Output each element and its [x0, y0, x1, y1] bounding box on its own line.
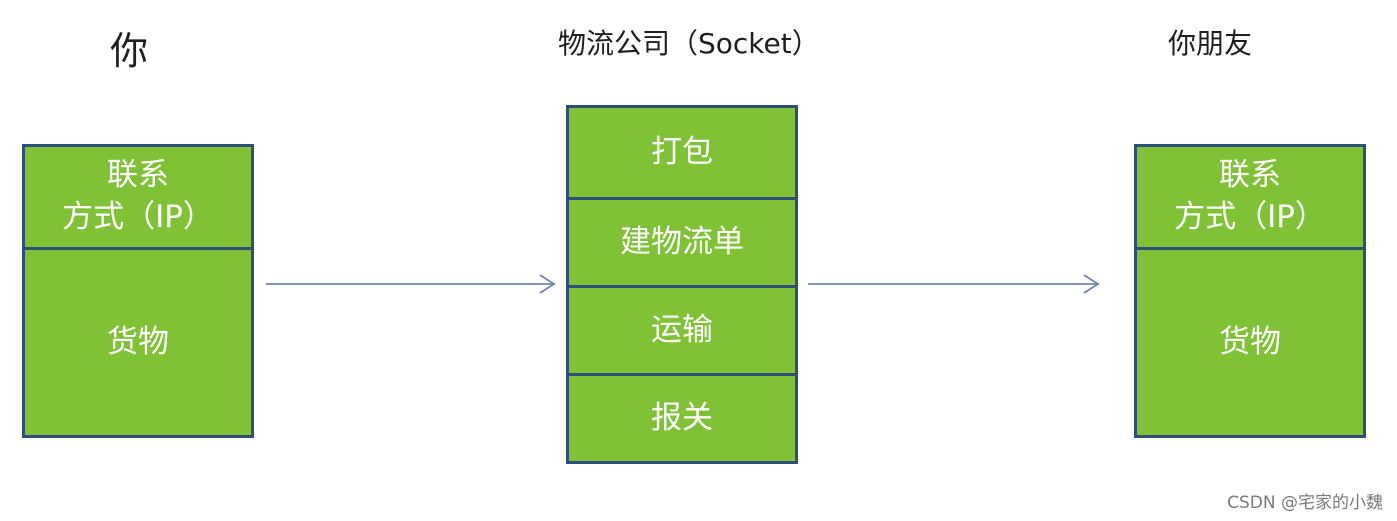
friend-contact-section: 联系 方式（IP）: [1137, 147, 1363, 250]
watermark-text: CSDN @宅家的小魏: [1227, 493, 1383, 513]
friend-contact-line-2: 方式（IP）: [1174, 199, 1326, 235]
you-title: 你: [110, 29, 149, 73]
socket-box: 打包 建物流单 运输 报关: [566, 105, 798, 464]
arrow-you-to-socket: [266, 274, 556, 294]
socket-step-package: 打包: [569, 108, 795, 200]
logistics-company-title: 物流公司（Socket）: [558, 27, 820, 60]
you-contact-line-1: 联系: [107, 157, 169, 194]
friend-box: 联系 方式（IP） 货物: [1134, 144, 1366, 438]
you-contact-section: 联系 方式（IP）: [25, 147, 251, 250]
friend-contact-line-1: 联系: [1219, 157, 1281, 194]
friend-title: 你朋友: [1168, 27, 1253, 60]
socket-step-customs: 报关: [651, 399, 713, 436]
arrow-socket-to-friend: [808, 274, 1100, 294]
socket-step-create-waybill: 建物流单: [569, 200, 795, 288]
friend-goods-section: 货物: [1219, 323, 1281, 360]
socket-step-transport: 运输: [569, 288, 795, 376]
you-contact-line-2: 方式（IP）: [62, 199, 214, 235]
you-goods-section: 货物: [107, 323, 169, 360]
you-box: 联系 方式（IP） 货物: [22, 144, 254, 438]
